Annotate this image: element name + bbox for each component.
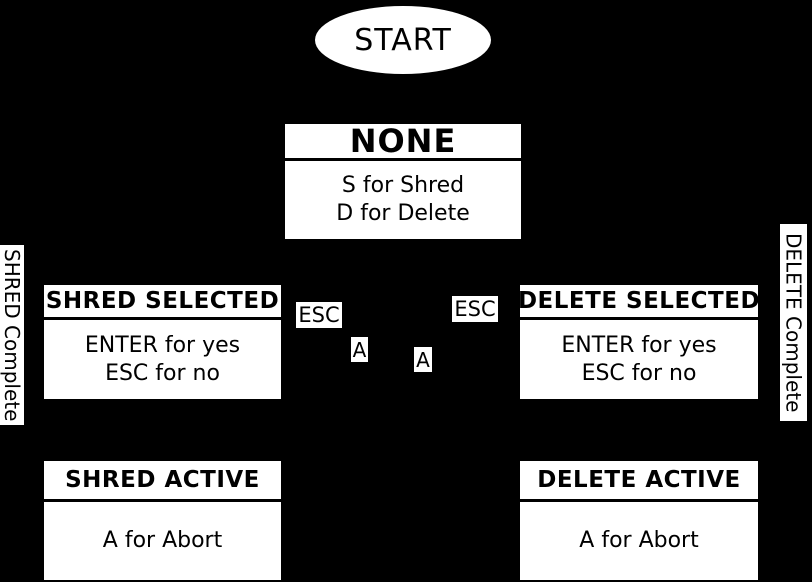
state-body-shred-active: A for Abort (44, 502, 281, 580)
edge-label-esc-left: ESC (296, 302, 342, 328)
state-node-none: NONE S for Shred D for Delete (285, 122, 521, 239)
state-title-shred-active: SHRED ACTIVE (44, 461, 281, 502)
edge-label-delete-complete: DELETE Complete (780, 224, 807, 421)
edge-label-a-right: A (414, 347, 432, 372)
state-node-shred-selected: SHRED SELECTED ENTER for yes ESC for no (44, 285, 281, 399)
state-body-delete-selected: ENTER for yes ESC for no (520, 320, 758, 399)
start-state-node: START (315, 6, 491, 74)
state-node-delete-active: DELETE ACTIVE A for Abort (520, 461, 758, 580)
state-body-line: ENTER for yes (561, 332, 717, 358)
state-body-line: A for Abort (579, 528, 699, 553)
state-title-delete-selected: DELETE SELECTED (518, 285, 760, 320)
state-body-none: S for Shred D for Delete (285, 161, 521, 239)
state-body-line: D for Delete (336, 201, 470, 226)
state-body-line: ESC for no (581, 360, 697, 386)
state-node-shred-active: SHRED ACTIVE A for Abort (44, 461, 281, 580)
state-body-shred-selected: ENTER for yes ESC for no (44, 320, 281, 399)
edge-label-a-left: A (351, 337, 368, 362)
state-node-delete-selected: DELETE SELECTED ENTER for yes ESC for no (518, 285, 760, 399)
state-body-line: ESC for no (105, 360, 220, 386)
state-body-delete-active: A for Abort (520, 502, 758, 580)
state-title-delete-active: DELETE ACTIVE (520, 461, 758, 502)
edge-label-esc-right: ESC (452, 296, 498, 322)
start-state-label: START (354, 22, 452, 58)
state-title-shred-selected: SHRED SELECTED (44, 285, 281, 320)
state-title-none: NONE (285, 122, 521, 161)
state-body-line: S for Shred (341, 173, 465, 198)
edge-label-shred-complete: SHRED Complete (0, 245, 24, 425)
state-body-line: A for Abort (102, 528, 223, 553)
state-body-line: ENTER for yes (84, 332, 241, 358)
